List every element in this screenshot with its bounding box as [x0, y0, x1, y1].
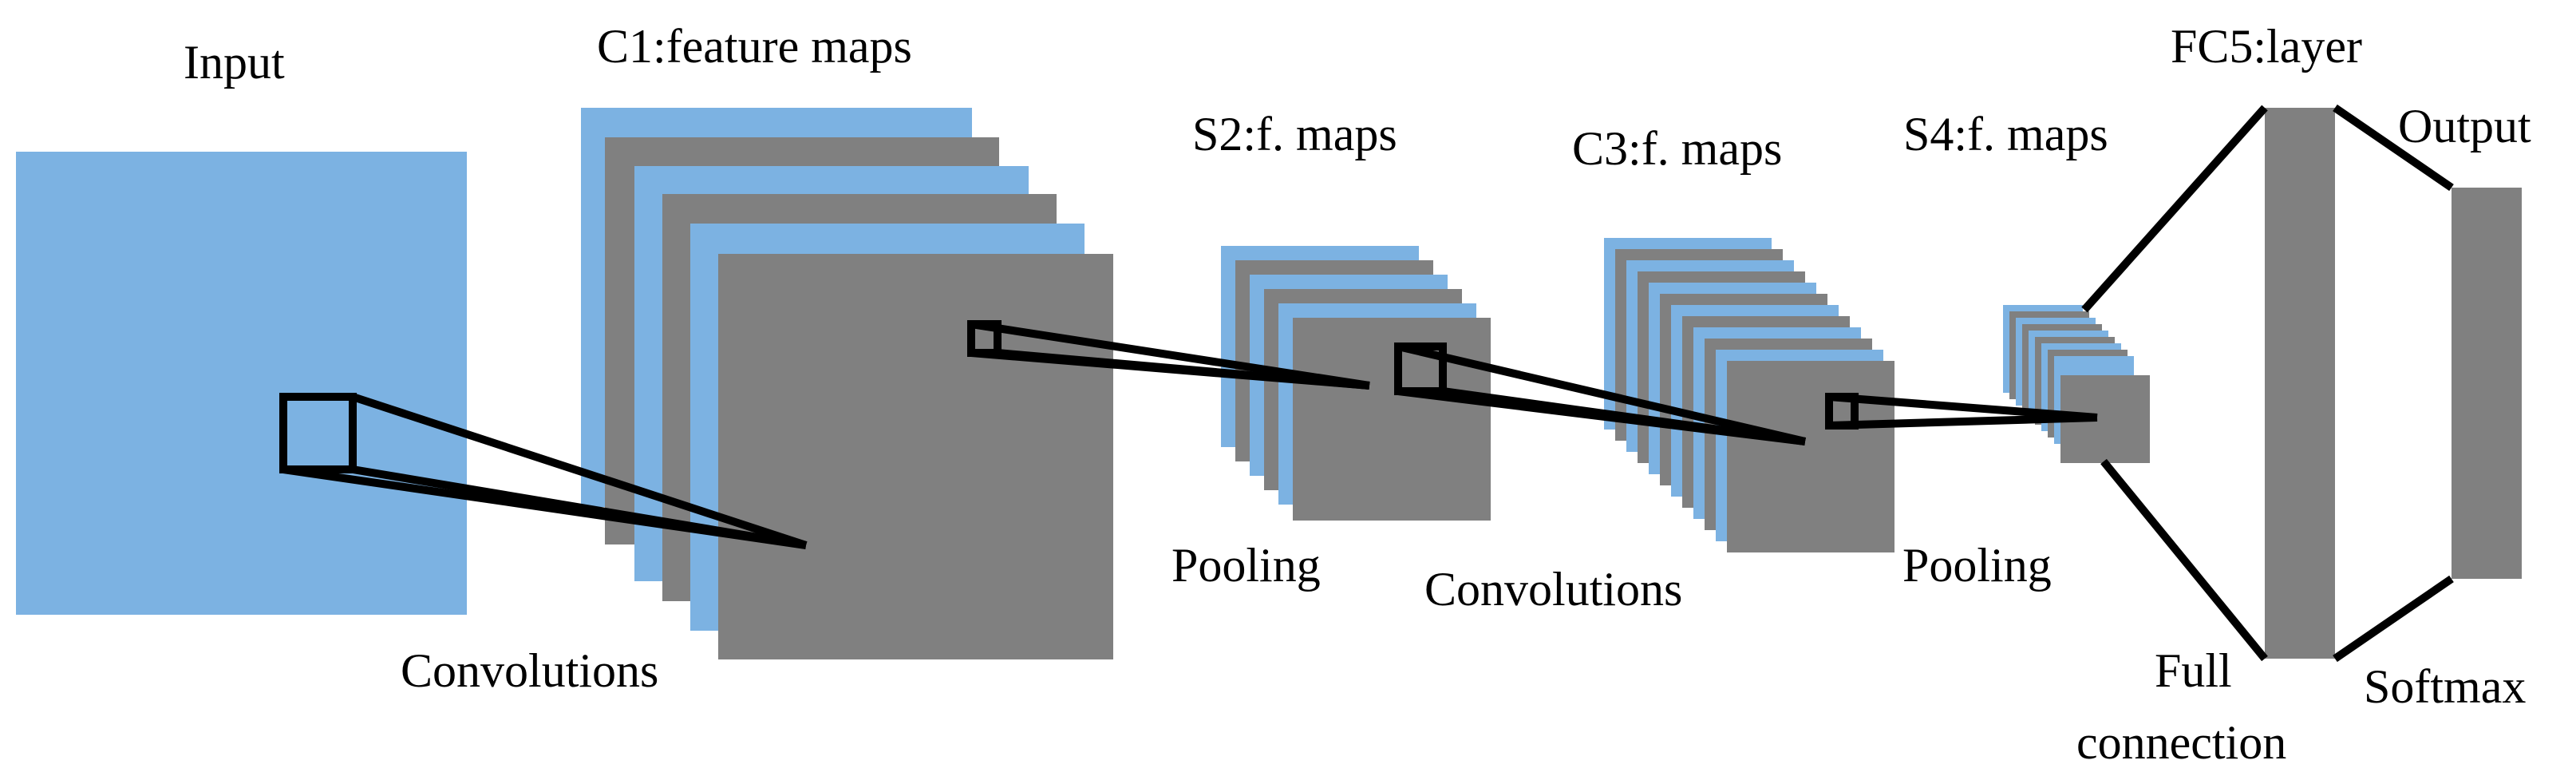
rf4-ray-top: [1828, 393, 2098, 422]
softmax-label: Softmax: [2364, 660, 2526, 713]
rf1-ray-top: [351, 393, 808, 549]
c3-map-12: [1727, 361, 1894, 552]
c1-label: C1:feature maps: [597, 20, 912, 73]
softmax-line-top: [2333, 104, 2454, 192]
rf1-ray-bottom: [282, 465, 807, 549]
receptive-field-c1-to-s2: [967, 320, 1370, 390]
s2-feature-maps-stack: [1221, 246, 1491, 521]
s2-label: S2:f. maps: [1192, 108, 1397, 160]
c3-label: C3:f. maps: [1572, 122, 1782, 175]
rf3-ray-mid: [1442, 387, 1806, 445]
s4-label: S4:f. maps: [1903, 108, 2108, 160]
receptive-field-s2-to-c3: [1394, 343, 1807, 445]
convolutions-label-1: Convolutions: [401, 644, 658, 697]
output-label: Output: [2398, 100, 2531, 152]
fc5-label: FC5:layer: [2171, 20, 2362, 73]
input-image: [16, 152, 467, 615]
pooling-label-2: Pooling: [1902, 539, 2052, 592]
full-connection-line-bottom: [2100, 458, 2268, 662]
receptive-field-c3-to-s4: [1825, 393, 2098, 430]
rf2-ray-top: [970, 320, 1370, 390]
rf4-ray-bottom: [1828, 414, 2098, 430]
s2-map-6: [1293, 318, 1491, 521]
softmax-line-bottom: [2333, 575, 2454, 663]
full-connection-label-line2: connection: [2076, 716, 2286, 769]
input-label: Input: [184, 36, 285, 89]
c1-feature-maps-stack: [581, 108, 1113, 659]
output-layer-bar: [2452, 188, 2522, 579]
c1-map-6: [718, 254, 1113, 659]
rf2-ray-mid: [970, 349, 1370, 390]
receptive-field-input-to-c1: [279, 393, 808, 549]
full-connection-line-top: [2081, 105, 2268, 313]
pooling-label-1: Pooling: [1171, 539, 1321, 592]
s4-feature-maps-stack: [2003, 305, 2150, 463]
fc5-layer-bar: [2265, 108, 2335, 659]
rf3-ray-top: [1397, 343, 1807, 445]
full-connection-label-line1: Full: [2155, 644, 2232, 697]
convolutions-label-2: Convolutions: [1424, 563, 1682, 616]
